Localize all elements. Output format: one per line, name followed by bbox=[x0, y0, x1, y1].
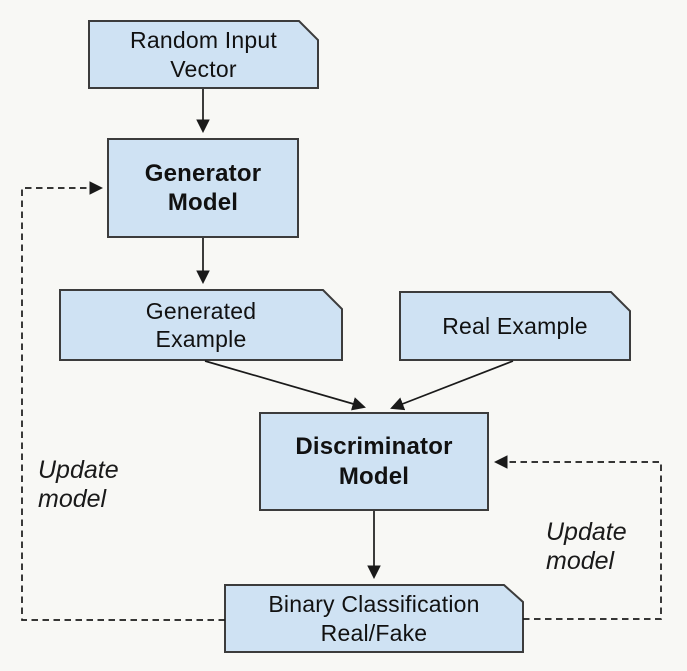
node-label-discriminator-model: Discriminator Model bbox=[295, 433, 453, 490]
feedback-arrow-binary-to-discriminator bbox=[493, 455, 662, 620]
feedback-arrow-binary-to-generator bbox=[21, 181, 225, 621]
node-shape-random-input-vector bbox=[88, 20, 319, 89]
node-shape-real-example bbox=[399, 291, 631, 361]
node-shape-generator-model bbox=[107, 138, 299, 238]
node-label-generator-model: Generator Model bbox=[144, 159, 262, 216]
arrow-generated-example-to-discriminator bbox=[204, 360, 366, 411]
node-label-real-example: Real Example bbox=[442, 312, 588, 339]
node-label-generated-example: Generated Example bbox=[145, 297, 257, 352]
node-label-binary-classification: Binary Classification Real/Fake bbox=[268, 591, 480, 646]
annotation-update-model-left: Update model bbox=[38, 456, 119, 513]
annotation-update-model-right: Update model bbox=[546, 518, 627, 575]
node-label-random-input-vector: Random Input Vector bbox=[130, 27, 277, 82]
node-shape-binary-classification bbox=[224, 584, 524, 653]
node-shape-generated-example bbox=[59, 289, 343, 361]
arrow-real-example-to-discriminator bbox=[390, 360, 514, 411]
node-shape-discriminator-model bbox=[259, 412, 489, 511]
